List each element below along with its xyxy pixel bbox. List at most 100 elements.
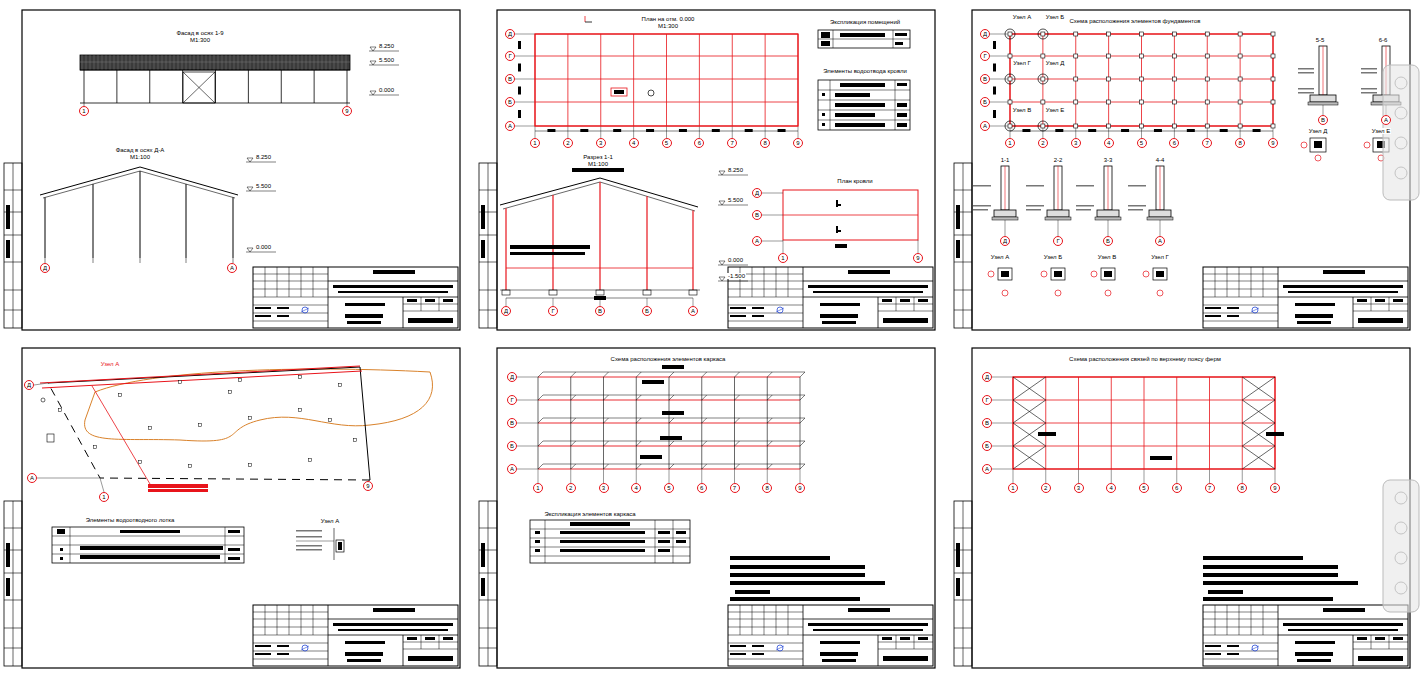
axis-label: 3 [602,485,605,491]
redacted-text [848,270,890,274]
sheet-title: План кровли [836,178,873,184]
binding-strip [954,501,972,666]
title-block-line [289,605,290,635]
axis-bubble: Д [40,263,50,273]
title-block-line [1353,304,1408,305]
redacted-text [333,623,453,626]
redacted-text [956,578,960,596]
survey-point [199,424,202,427]
roof-hatch [150,55,151,70]
foundation [1074,124,1078,128]
redacted-text [956,205,960,229]
roof-hatch [310,55,311,70]
roof-hatch [146,55,147,70]
company-logo [777,307,783,313]
frame-tie [538,418,543,423]
axis-label: 2 [569,485,572,491]
footing [1097,210,1119,217]
axis-bubble: В [980,74,990,84]
redacted-text [820,303,860,306]
foundation [549,290,557,295]
axis-bubble: Б [982,441,992,451]
axis-leader [34,383,48,385]
redacted-text [338,629,448,631]
axis-bubble: 7 [730,483,740,493]
foundation [1107,54,1111,58]
redacted-text [1203,597,1333,601]
title-block-line [253,659,328,660]
node-detail [1101,268,1115,280]
title-block-line [1371,635,1372,649]
binding-strip-line [963,501,964,666]
frame-tie [571,418,576,423]
table-line [52,536,244,537]
redacted-text [228,557,240,560]
redacted-text [510,245,590,249]
column-line [281,70,282,103]
redacted-text [345,652,383,656]
axis-bubble: Г [982,395,992,405]
title-block-line [764,267,765,297]
axis-bubble: А [27,473,37,483]
roof-hatch [298,55,299,70]
redacted-text [1156,271,1164,277]
cross-brace [1013,400,1046,423]
foundation [1140,124,1144,128]
axis-bubble: 7 [1205,483,1215,493]
road-line [42,371,362,388]
roof-hatch [198,55,199,70]
redacted-text [6,543,10,567]
title-block-line [878,642,933,643]
binding-strip-line [4,600,22,601]
axis-leader [699,126,700,138]
axis-bubble: В [982,418,992,428]
title-block-line [253,305,328,306]
column-line [646,196,647,290]
redacted-text [883,656,928,661]
column-axis [1108,166,1109,210]
title-block-line [253,274,328,275]
footing [994,210,1016,217]
foundation [1140,100,1144,104]
roof-outline [783,190,918,240]
title-block-line [1371,297,1372,311]
redacted-text [676,540,686,543]
redacted-text [1375,637,1385,640]
redacted-text [347,321,381,324]
axis-label: А [691,308,695,314]
redacted-text [897,123,907,127]
binding-strip-line [488,501,489,666]
axis-label: 9 [916,255,919,261]
binding-strip-line [954,528,972,529]
redacted-text [1227,653,1239,655]
binding-strip-line [954,648,972,649]
level-triangle [247,187,253,191]
binding-strip-line [4,190,22,191]
redacted-text [1203,565,1338,569]
gravel-bed [1308,102,1338,105]
roof-hatch [174,55,175,70]
roof-hatch [126,55,127,70]
title-block-line [1353,311,1408,312]
title-block-line [1389,635,1390,649]
axis-label: 5 [667,485,670,491]
cross-brace [1242,377,1275,400]
binding-strip-line [479,600,497,601]
node-bubble-mark [1157,290,1163,296]
redacted-text [1314,141,1322,148]
axis-leader [992,446,1013,447]
toolbar-icon [1395,552,1407,564]
roof-hatch [170,55,171,70]
axis-label: 1 [82,108,85,114]
node-marker [1038,29,1048,39]
foundation [1238,124,1242,128]
frame-tie [604,395,609,400]
redacted-text [730,315,746,317]
axis-bubble: 1 [778,253,788,263]
title-block-line [253,619,328,620]
scale-note: М1:100 [129,154,151,160]
axis-leader [918,240,919,253]
frame-tie [538,464,543,469]
axis-leader [186,258,187,263]
binding-strip-line [4,235,22,236]
